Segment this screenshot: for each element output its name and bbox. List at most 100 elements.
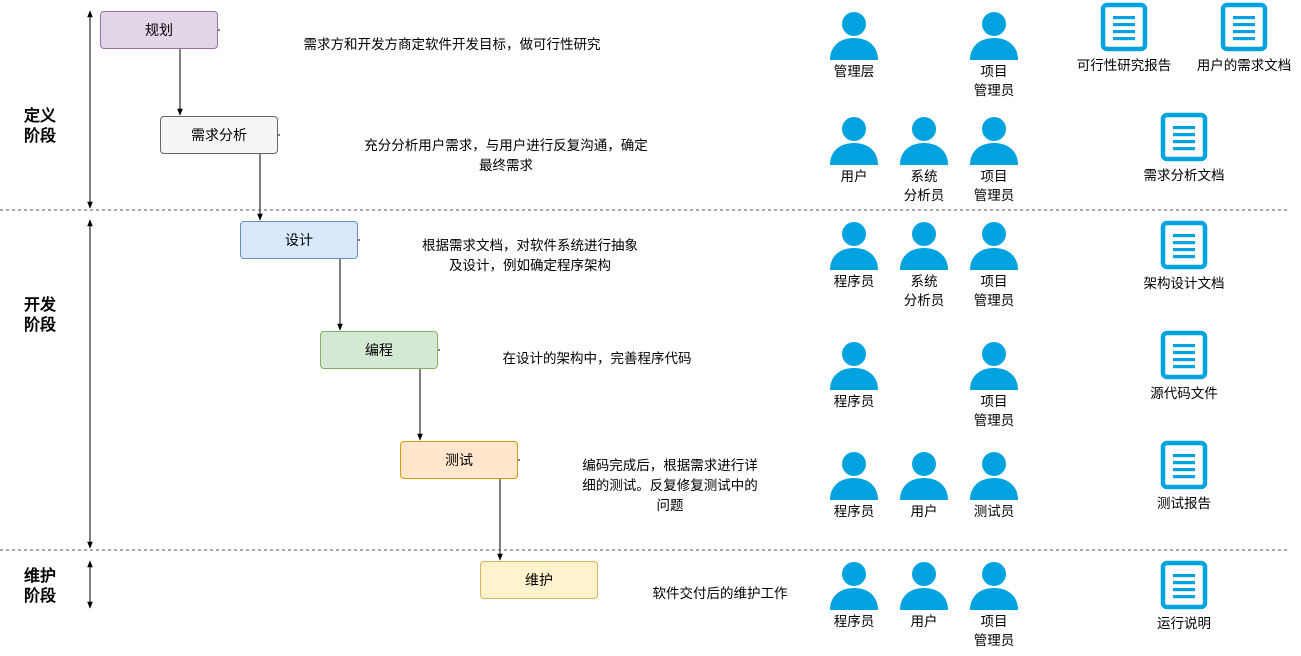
description-line: 根据需求文档，对软件系统进行抽象 <box>422 238 638 254</box>
document-line <box>1173 126 1195 130</box>
role-person: 项目管理员 <box>959 340 1029 431</box>
document-label: 可行性研究报告 <box>1076 58 1172 74</box>
role-name-line2: 管理员 <box>973 413 1015 429</box>
stage-description: 充分分析用户需求，与用户进行反复沟通，确定最终需求 <box>336 136 676 176</box>
document-frame <box>1160 560 1208 610</box>
document-frame <box>1160 330 1208 380</box>
description-line: 问题 <box>656 498 684 514</box>
person-head <box>982 12 1006 36</box>
person-body <box>900 143 948 165</box>
person-body <box>970 248 1018 270</box>
document-frame <box>1100 2 1148 52</box>
document: 源代码文件 <box>1114 330 1254 404</box>
role-name: 管理层 <box>833 64 875 80</box>
document: 用户的需求文档 <box>1174 2 1301 76</box>
role-person: 程序员 <box>819 450 889 522</box>
person-head <box>842 117 866 141</box>
role-person: 用户 <box>889 450 959 522</box>
document-label: 架构设计文档 <box>1143 276 1225 292</box>
person-body <box>830 478 878 500</box>
phase-label: 维护阶段 <box>20 566 60 606</box>
role-person: 用户 <box>819 115 889 187</box>
document-line <box>1173 454 1195 458</box>
phase-label-line2: 阶段 <box>23 586 56 605</box>
document-line <box>1173 344 1195 348</box>
person-head <box>982 222 1006 246</box>
stage-box[interactable]: 设计 <box>240 221 358 259</box>
role-person: 项目管理员 <box>959 220 1029 311</box>
document-line <box>1173 147 1195 151</box>
document-line <box>1173 574 1195 578</box>
role-name: 系统 <box>910 274 938 290</box>
role-person: 测试员 <box>959 450 1029 522</box>
description-line: 细的测试。反复修复测试中的 <box>582 478 758 494</box>
person-body <box>970 143 1018 165</box>
stage-description: 软件交付后的维护工作 <box>640 584 800 604</box>
description-line: 及设计，例如确定程序架构 <box>449 258 611 274</box>
role-name: 项目 <box>980 274 1008 290</box>
document-line <box>1173 468 1195 472</box>
role-person: 项目管理员 <box>959 10 1029 101</box>
stage-box[interactable]: 需求分析 <box>160 116 278 154</box>
stage-label: 需求分析 <box>191 128 247 144</box>
document-line <box>1113 16 1135 20</box>
stage-box[interactable]: 规划 <box>100 11 218 49</box>
document-line <box>1173 248 1195 252</box>
phase-label: 开发阶段 <box>20 295 60 335</box>
document: 需求分析文档 <box>1114 112 1254 186</box>
document-line <box>1173 358 1195 362</box>
role-name: 系统 <box>910 169 938 185</box>
role-person: 管理层 <box>819 10 889 82</box>
role-person: 程序员 <box>819 220 889 292</box>
person-icon <box>830 12 878 60</box>
role-name: 用户 <box>840 169 868 185</box>
stage-box[interactable]: 编程 <box>320 331 438 369</box>
stage-box[interactable]: 维护 <box>480 561 598 599</box>
phase-label-line2: 阶段 <box>23 126 56 145</box>
role-name-line2: 管理员 <box>973 188 1015 204</box>
document-line <box>1173 140 1195 144</box>
document-icon <box>1160 440 1208 490</box>
role-name: 用户 <box>910 504 938 520</box>
person-icon <box>830 562 878 610</box>
role-person: 项目管理员 <box>959 115 1029 206</box>
person-icon <box>970 117 1018 165</box>
role-person: 项目管理员 <box>959 560 1029 651</box>
person-icon <box>830 117 878 165</box>
phase-label-line1: 定义 <box>23 106 56 125</box>
person-body <box>830 143 878 165</box>
role-person: 程序员 <box>819 560 889 632</box>
document-icon <box>1160 560 1208 610</box>
document-line <box>1233 23 1255 27</box>
role-name: 用户 <box>910 614 938 630</box>
person-body <box>830 38 878 60</box>
role-person: 用户 <box>889 560 959 632</box>
document-icon <box>1220 2 1268 52</box>
role-name-line2: 分析员 <box>903 293 945 309</box>
document-icon <box>1160 220 1208 270</box>
description-line: 最终需求 <box>479 158 533 174</box>
stage-description: 在设计的架构中，完善程序代码 <box>482 349 712 369</box>
document-line <box>1173 595 1195 599</box>
stage-label: 维护 <box>525 573 553 589</box>
person-icon <box>970 222 1018 270</box>
stage-label: 规划 <box>145 23 173 39</box>
document-label: 运行说明 <box>1157 616 1211 632</box>
document-line <box>1113 23 1135 27</box>
role-name: 程序员 <box>833 504 875 520</box>
role-name-line2: 管理员 <box>973 293 1015 309</box>
description-line: 充分分析用户需求，与用户进行反复沟通，确定 <box>364 138 648 154</box>
stage-box[interactable]: 测试 <box>400 441 518 479</box>
document-line <box>1113 37 1135 41</box>
description-line: 编码完成后，根据需求进行详 <box>582 458 758 474</box>
person-head <box>982 117 1006 141</box>
document: 测试报告 <box>1114 440 1254 514</box>
document-line <box>1173 461 1195 465</box>
role-name: 项目 <box>980 64 1008 80</box>
person-head <box>912 452 936 476</box>
document-label: 源代码文件 <box>1150 386 1218 402</box>
role-person: 系统分析员 <box>889 220 959 311</box>
document-line <box>1173 581 1195 585</box>
document: 运行说明 <box>1114 560 1254 634</box>
